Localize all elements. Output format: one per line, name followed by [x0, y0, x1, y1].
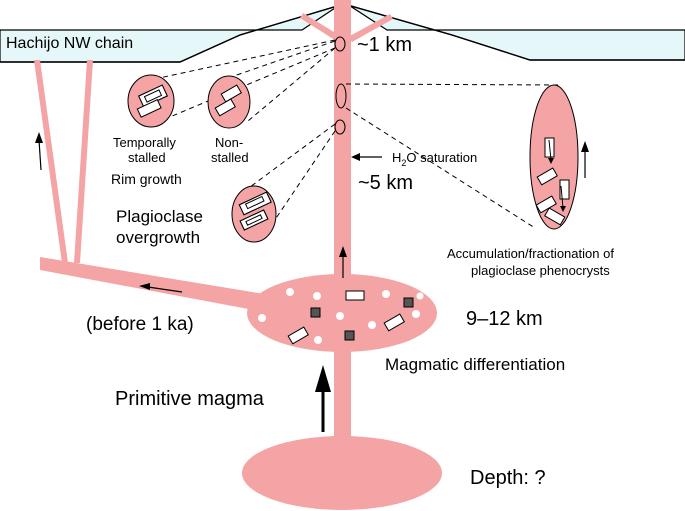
- vent-branch-left: [300, 13, 342, 42]
- depth-label: Depth: ?: [470, 467, 546, 489]
- rim-growth-label: Rim growth: [111, 171, 182, 187]
- dark-crystal: [344, 330, 355, 341]
- melt-bubble: [258, 314, 266, 322]
- plagioclase-label: Plagioclase: [116, 207, 203, 226]
- dark-crystal: [310, 307, 321, 318]
- temporally-label: Temporally: [113, 135, 176, 150]
- overgrowth-label: overgrowth: [116, 228, 200, 247]
- hachijo-nw-chain-label: Hachijo NW chain: [6, 35, 133, 52]
- non-stalled-label: stalled: [211, 150, 249, 165]
- sample-point-1km: [334, 36, 346, 52]
- melt-bubble: [412, 310, 420, 318]
- melt-bubble: [382, 290, 390, 298]
- five-km-label: ~5 km: [358, 172, 413, 194]
- main-conduit: [334, 0, 351, 460]
- arrow-conduit-up: [339, 246, 347, 278]
- melt-bubble: [416, 292, 424, 300]
- melt-bubble: [368, 321, 376, 329]
- zoom-plagioclase-overgrowth: [231, 185, 277, 243]
- stalled-label: stalled: [128, 150, 166, 165]
- non-label: Non-: [215, 135, 243, 150]
- chamber-crystals: [258, 288, 424, 345]
- arrow-h2o-saturation: [351, 153, 382, 161]
- arrow-accumulation-up: [581, 141, 589, 178]
- arrow-nw-chain-up: [35, 132, 43, 171]
- melt-bubble: [336, 312, 344, 320]
- one-km-label: ~1 km: [357, 34, 412, 56]
- before-1ka-label: (before 1 ka): [86, 314, 194, 335]
- arrow-sill-west: [139, 283, 183, 293]
- zoom-temporally-stalled: [127, 74, 175, 128]
- dark-crystal: [403, 297, 414, 308]
- accumulation-label-1: Accumulation/fractionation of: [447, 246, 614, 261]
- magmatic-differentiation-label: Magmatic differentiation: [385, 355, 565, 374]
- melt-bubble: [286, 288, 294, 296]
- arrow-primitive-magma: [315, 365, 331, 432]
- nw-chain-conduit-1: [34, 60, 68, 263]
- nw-chain-conduit-2: [74, 60, 93, 263]
- plagioclase-crystal: [383, 313, 405, 332]
- h2o-saturation-label: H2O saturation: [392, 150, 477, 168]
- zoom-non-stalled: [207, 75, 251, 129]
- sample-point-accum: [335, 83, 347, 109]
- accumulation-label-2: plagioclase phenocrysts: [471, 263, 610, 278]
- zoom-lines: [149, 39, 561, 231]
- zoom-accumulation: [529, 84, 579, 230]
- melt-bubble: [314, 336, 322, 344]
- plagioclase-crystal: [287, 326, 309, 345]
- depth-range-label: 9–12 km: [466, 308, 543, 330]
- primitive-magma-label: Primitive magma: [115, 388, 265, 410]
- sample-point-5km: [334, 119, 346, 135]
- sill: [40, 257, 270, 313]
- plagioclase-crystal: [345, 290, 365, 301]
- deep-reservoir: [242, 436, 442, 510]
- melt-bubble: [313, 292, 321, 300]
- vent-branch-right: [348, 14, 393, 42]
